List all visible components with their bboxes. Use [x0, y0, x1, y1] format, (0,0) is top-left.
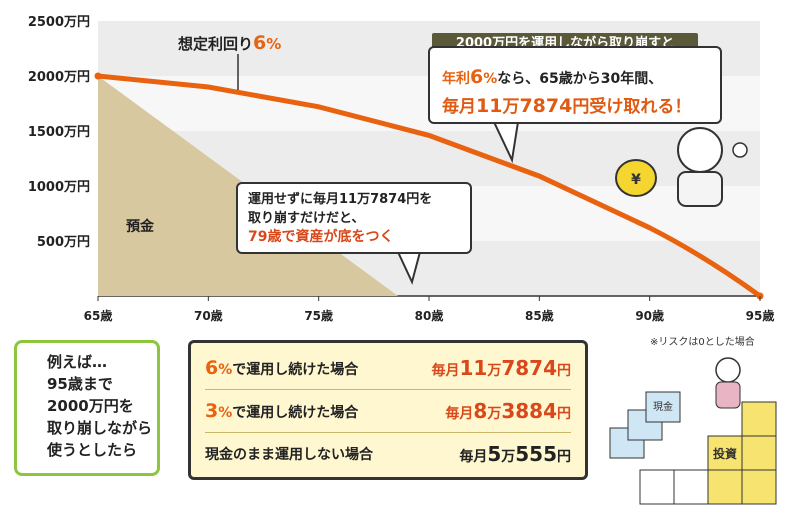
row-value-man: 5: [487, 442, 502, 466]
stair-block: [741, 469, 777, 505]
callout-amount-man: 11: [476, 95, 503, 117]
row-value-yen: 7874: [501, 356, 557, 380]
x-tick-label: 70歳: [194, 308, 223, 323]
person-money-illustration: ¥: [615, 127, 748, 207]
stairs-illustration: 現金 投資: [609, 357, 777, 505]
table-row: 6%で運用し続けた場合 毎月11万7874円: [205, 347, 571, 390]
yield-line: [95, 73, 763, 299]
main-callout-line2: 毎月11万7874円受け取れる！: [442, 92, 710, 117]
x-tick-label: 65歳: [84, 308, 113, 323]
main-callout: 年利6%なら、65歳から30年間、 毎月11万7874円受け取れる！: [428, 46, 722, 124]
callout-rate-percent: %: [483, 71, 498, 87]
x-axis: 65歳 70歳 75歳 80歳 85歳 90歳 95歳: [84, 296, 775, 323]
table-row: 3%で運用し続けた場合 毎月8万3884円: [205, 390, 571, 433]
row-rate: 3: [205, 400, 219, 422]
row-value-man: 11: [459, 356, 488, 380]
row-value: 毎月5万555円: [459, 442, 571, 466]
row-value-prefix: 毎月: [459, 449, 488, 465]
callout-receive-text: 円受け取れる！: [572, 97, 692, 117]
row-label-text: 現金のまま運用しない場合: [205, 447, 373, 463]
comparison-table: 6%で運用し続けた場合 毎月11万7874円 3%で運用し続けた場合 毎月8万3…: [188, 340, 588, 480]
money-bag-icon: [615, 159, 657, 197]
x-tick-label: 85歳: [525, 308, 554, 323]
yield-number: 6: [253, 32, 267, 54]
x-tick-label: 95歳: [746, 308, 775, 323]
stair-block: [707, 435, 743, 471]
y-tick-label: 1000万円: [28, 180, 90, 195]
person-head: [677, 127, 723, 173]
risk-note: ※リスクは0とした場合: [650, 337, 755, 348]
row-rate-unit: %: [218, 405, 233, 421]
stair-block: [741, 435, 777, 471]
row-value-yen: 555: [515, 442, 557, 466]
x-tick-label: 90歳: [635, 308, 664, 323]
deposit-callout-line2: 取り崩すだけだと、: [248, 211, 365, 226]
climber-body: [715, 381, 741, 409]
climber-head: [715, 357, 741, 383]
yield-percent: %: [266, 35, 282, 53]
yield-label: 想定利回り6%: [178, 32, 281, 54]
example-line: 例えば…: [47, 353, 108, 371]
callout-unit-man: 万: [502, 97, 520, 117]
row-label-text: で運用し続けた場合: [232, 405, 359, 421]
stair-block: [741, 401, 777, 437]
callout-rate-label: 年利: [442, 71, 470, 87]
yield-label-text: 想定利回り: [178, 35, 254, 53]
person-body: [677, 171, 723, 207]
row-label: 6%で運用し続けた場合: [205, 357, 358, 379]
stair-block: [639, 469, 675, 505]
row-value-man: 8: [473, 399, 488, 423]
table-row: 現金のまま運用しない場合 毎月5万555円: [205, 433, 571, 475]
row-value-yen-unit: 円: [557, 363, 571, 379]
deposit-label: 預金: [126, 219, 154, 235]
row-rate-unit: %: [218, 362, 233, 378]
row-value-yen-unit: 円: [557, 406, 571, 422]
stair-label-cash: 現金: [653, 400, 673, 413]
callout-amount-yen: 7874: [519, 95, 573, 117]
callout-monthly-label: 毎月: [442, 97, 476, 117]
row-value-prefix: 毎月: [431, 363, 460, 379]
example-box: 例えば… 95歳まで 2000万円を 取り崩しながら 使うとしたら: [14, 340, 160, 476]
main-callout-line1: 年利6%なら、65歳から30年間、: [442, 66, 710, 88]
example-line: 2000万円を: [47, 397, 134, 415]
row-value-man-unit: 万: [487, 406, 502, 422]
coin-icon: [732, 142, 748, 158]
example-line: 使うとしたら: [47, 441, 138, 459]
money-bag-yen: ¥: [631, 172, 641, 188]
y-tick-label: 2500万円: [28, 15, 90, 30]
deposit-callout-line1: 運用せずに毎月11万7874円を: [248, 192, 433, 207]
line-start-point: [94, 72, 102, 80]
row-value-man-unit: 万: [487, 363, 502, 379]
row-value-man-unit: 万: [501, 449, 516, 465]
row-value-yen-unit: 円: [557, 449, 571, 465]
example-line: 取り崩しながら: [47, 419, 153, 437]
stair-block: [645, 391, 681, 423]
row-value: 毎月11万7874円: [431, 356, 571, 380]
deposit-callout: 運用せずに毎月11万7874円を 取り崩すだけだと、 79歳で資産が底をつく: [236, 182, 472, 254]
stair-block: [673, 469, 709, 505]
x-tick-label: 75歳: [304, 308, 333, 323]
callout-period-text: なら、65歳から30年間、: [497, 71, 663, 87]
row-label: 3%で運用し続けた場合: [205, 400, 358, 422]
stair-block: [707, 469, 743, 505]
row-value-yen: 3884: [501, 399, 557, 423]
y-axis: 500万円 1000万円 1500万円 2000万円 2500万円: [28, 15, 90, 250]
x-tick-label: 80歳: [415, 308, 444, 323]
y-tick-label: 500万円: [37, 235, 90, 250]
stair-label-invest: 投資: [713, 446, 737, 461]
callout-rate-number: 6: [470, 66, 484, 88]
y-tick-label: 2000万円: [28, 70, 90, 85]
example-line: 95歳まで: [47, 375, 113, 393]
row-rate: 6: [205, 357, 219, 379]
row-value: 毎月8万3884円: [445, 399, 571, 423]
deposit-callout-warning: 79歳で資産が底をつく: [248, 229, 394, 245]
row-label-text: で運用し続けた場合: [232, 362, 359, 378]
row-value-prefix: 毎月: [445, 406, 474, 422]
row-label: 現金のまま運用しない場合: [205, 444, 373, 464]
y-tick-label: 1500万円: [28, 125, 90, 140]
